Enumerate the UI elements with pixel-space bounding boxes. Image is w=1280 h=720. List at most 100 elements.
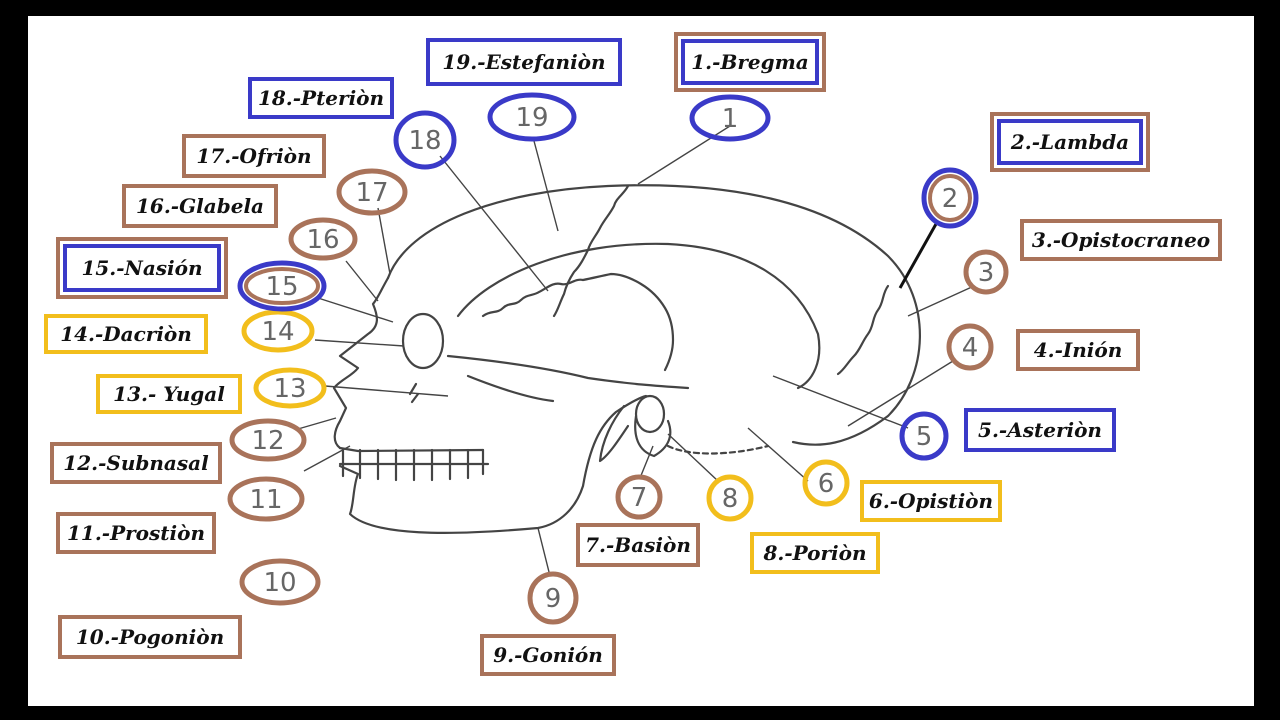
label-inion: 4.-Inión xyxy=(1016,329,1140,371)
styloid-process xyxy=(598,404,630,463)
label-subnasal: 12.-Subnasal xyxy=(50,442,222,484)
marker-5-number: 5 xyxy=(916,422,933,452)
marker-1-ring xyxy=(689,94,771,142)
marker-2-inner-ring xyxy=(928,174,972,222)
leader-14 xyxy=(314,339,405,347)
label-opistion: 6.-Opistiòn xyxy=(860,480,1002,522)
marker-6: 6 xyxy=(802,459,850,507)
marker-15-inner-ring xyxy=(244,267,320,305)
label-prostion: 11.-Prostiòn xyxy=(56,512,216,554)
marker-8-ring xyxy=(706,474,754,522)
label-gonion-text: 9.-Gonión xyxy=(493,643,603,667)
label-estefanion: 19.-Estefaniòn xyxy=(426,38,622,86)
marker-8: 8 xyxy=(706,474,754,522)
zygomatic-arch xyxy=(446,354,690,390)
label-glabela: 16.-Glabela xyxy=(122,184,278,228)
marker-19-number: 19 xyxy=(515,103,548,133)
marker-11-ring xyxy=(227,476,305,522)
label-dacrion: 14.-Dacriòn xyxy=(44,314,208,354)
leader-11 xyxy=(303,445,351,472)
marker-1-number: 1 xyxy=(722,104,739,134)
marker-17-number: 17 xyxy=(355,178,388,208)
marker-14: 14 xyxy=(241,309,315,353)
label-asterion: 5.-Asteriòn xyxy=(964,408,1116,452)
marker-18: 18 xyxy=(393,110,457,170)
marker-4-ring xyxy=(946,323,994,371)
marker-13-ring xyxy=(253,367,327,409)
marker-5: 5 xyxy=(899,411,949,461)
marker-16-number: 16 xyxy=(306,225,339,255)
marker-12: 12 xyxy=(229,418,307,462)
leader-19 xyxy=(533,140,559,232)
marker-11-number: 11 xyxy=(249,485,282,515)
marker-7-number: 7 xyxy=(631,483,648,513)
occipital-base xyxy=(666,444,770,455)
marker-2: 2 xyxy=(921,167,979,229)
leader-7 xyxy=(639,445,654,479)
leader-3 xyxy=(907,285,975,317)
leader-5 xyxy=(772,375,909,429)
leader-4 xyxy=(847,360,954,427)
face-profile xyxy=(332,276,390,450)
leader-1 xyxy=(637,125,731,185)
label-subnasal-text: 12.-Subnasal xyxy=(63,451,209,475)
marker-18-number: 18 xyxy=(408,126,441,156)
label-bregma: 1.-Bregma xyxy=(674,32,826,92)
label-opistocraneo: 3.-Opistocraneo xyxy=(1020,219,1222,261)
marker-10-number: 10 xyxy=(263,568,296,598)
mastoid xyxy=(634,394,666,434)
label-yugal-text: 13.- Yugal xyxy=(113,382,225,406)
marker-15-outer-ring xyxy=(237,260,327,312)
leader-lines xyxy=(297,125,975,577)
label-ofrion-text: 17.-Ofriòn xyxy=(196,144,312,168)
label-opistocraneo-text: 3.-Opistocraneo xyxy=(1031,228,1211,252)
marker-17: 17 xyxy=(336,168,408,216)
marker-9-number: 9 xyxy=(545,584,562,614)
label-basion-text: 7.-Basiòn xyxy=(585,533,691,557)
label-inion-text: 4.-Inión xyxy=(1033,338,1123,362)
maxilla xyxy=(338,446,485,453)
label-bregma-text: 1.-Bregma xyxy=(681,39,819,85)
skull-outline xyxy=(386,184,921,446)
label-basion: 7.-Basiòn xyxy=(576,523,700,567)
marker-3-ring xyxy=(963,249,1009,295)
leader-16 xyxy=(345,260,379,302)
marker-10: 10 xyxy=(239,558,321,606)
leader-13 xyxy=(324,385,449,397)
label-yugal: 13.- Yugal xyxy=(96,374,242,414)
marker-12-number: 12 xyxy=(251,426,284,456)
label-estefanion-text: 19.-Estefaniòn xyxy=(442,50,606,74)
label-glabela-text: 16.-Glabela xyxy=(136,194,264,218)
label-pterion: 18.-Pteriòn xyxy=(248,77,394,119)
label-ofrion: 17.-Ofriòn xyxy=(182,134,326,178)
teeth xyxy=(338,448,490,482)
mandible xyxy=(338,394,648,534)
marker-13-number: 13 xyxy=(273,374,306,404)
label-dacrion-text: 14.-Dacriòn xyxy=(60,322,192,346)
label-opistion-text: 6.-Opistiòn xyxy=(868,489,994,513)
label-nasion-text: 15.-Nasión xyxy=(63,244,221,292)
marker-10-ring xyxy=(239,558,321,606)
marker-12-ring xyxy=(229,418,307,462)
orbit xyxy=(401,312,445,370)
marker-1: 1 xyxy=(689,94,771,142)
marker-4: 4 xyxy=(946,323,994,371)
marker-2-outer-ring xyxy=(921,167,979,229)
marker-9: 9 xyxy=(527,571,579,625)
label-pterion-text: 18.-Pteriòn xyxy=(257,86,385,110)
cheek-contour xyxy=(466,374,555,403)
label-porion-text: 8.-Poriòn xyxy=(763,541,867,565)
marker-19-ring xyxy=(487,92,577,142)
mastoid-process xyxy=(634,414,672,458)
marker-4-number: 4 xyxy=(962,333,979,363)
marker-16: 16 xyxy=(288,217,358,261)
leader-8 xyxy=(667,433,719,482)
marker-3-number: 3 xyxy=(978,258,995,288)
marker-3: 3 xyxy=(963,249,1009,295)
leader-2 xyxy=(898,223,938,289)
marker-16-ring xyxy=(288,217,358,261)
label-asterion-text: 5.-Asteriòn xyxy=(978,418,1102,442)
leader-18 xyxy=(439,155,549,292)
